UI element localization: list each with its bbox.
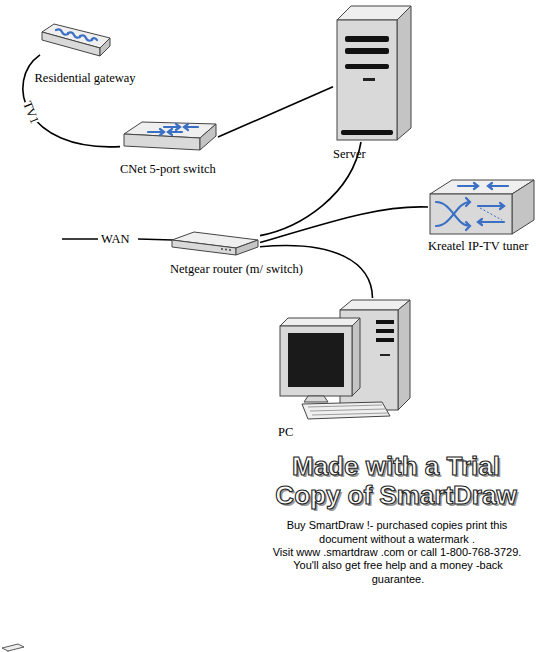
watermark-heading: Made with a Trial Copy of SmartDraw <box>268 452 524 510</box>
device-label: CNet 5-port switch <box>120 162 216 176</box>
watermark-text: You'll also get free help and a money -b… <box>272 559 524 586</box>
gateway-icon <box>40 24 112 68</box>
switch-icon <box>120 120 218 158</box>
server-node: Server <box>333 4 413 142</box>
tuner-icon <box>428 178 536 236</box>
network-cable <box>260 207 428 243</box>
device-label: Residential gateway <box>35 71 136 85</box>
device-label: Server <box>333 147 366 161</box>
wan-label: WAN <box>101 232 129 246</box>
cable-label: TV1 <box>19 99 41 126</box>
wan-line <box>62 238 98 240</box>
router-node: Netgear router (m/ switch) <box>170 230 260 258</box>
watermark-text: Visit www .smartdraw .com or call 1-800-… <box>252 546 540 560</box>
pc-node: PC <box>278 298 413 420</box>
network-cable <box>218 87 333 137</box>
wan-line <box>138 239 173 240</box>
network-cable <box>23 55 120 147</box>
small-icon <box>2 644 24 652</box>
tuner-node: Kreatel IP-TV tuner <box>428 178 536 236</box>
device-label: Netgear router (m/ switch) <box>170 262 303 276</box>
router-icon <box>170 230 260 258</box>
pc-icon <box>278 298 413 420</box>
gateway-node: Residential gateway <box>40 24 112 68</box>
server-icon <box>333 4 413 142</box>
device-label: PC <box>278 425 293 439</box>
watermark-text: Buy SmartDraw !- purchased copies print … <box>272 519 522 546</box>
switch-node: CNet 5-port switch <box>120 120 218 158</box>
device-label: Kreatel IP-TV tuner <box>428 239 528 253</box>
